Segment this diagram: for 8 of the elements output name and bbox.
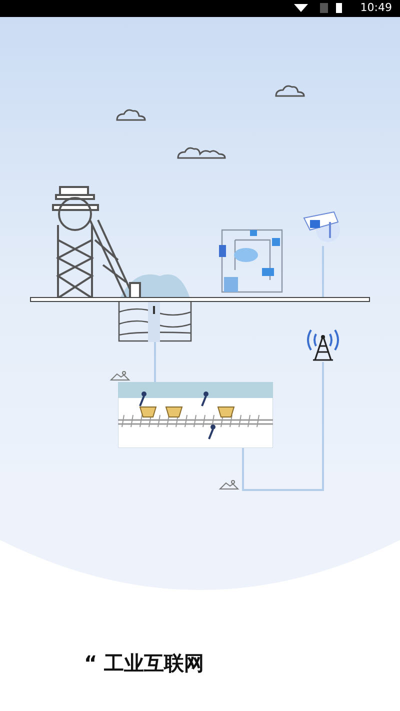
ground-bar (30, 297, 370, 302)
tagline-text: “ 工业互联网 (84, 650, 204, 677)
connector-line (322, 246, 324, 297)
connector-line (242, 362, 324, 491)
mine-tunnel-drawing (118, 382, 273, 448)
mine-shaft-drawing (118, 302, 192, 342)
status-time: 10:49 (360, 1, 392, 15)
connector-line (154, 342, 156, 382)
